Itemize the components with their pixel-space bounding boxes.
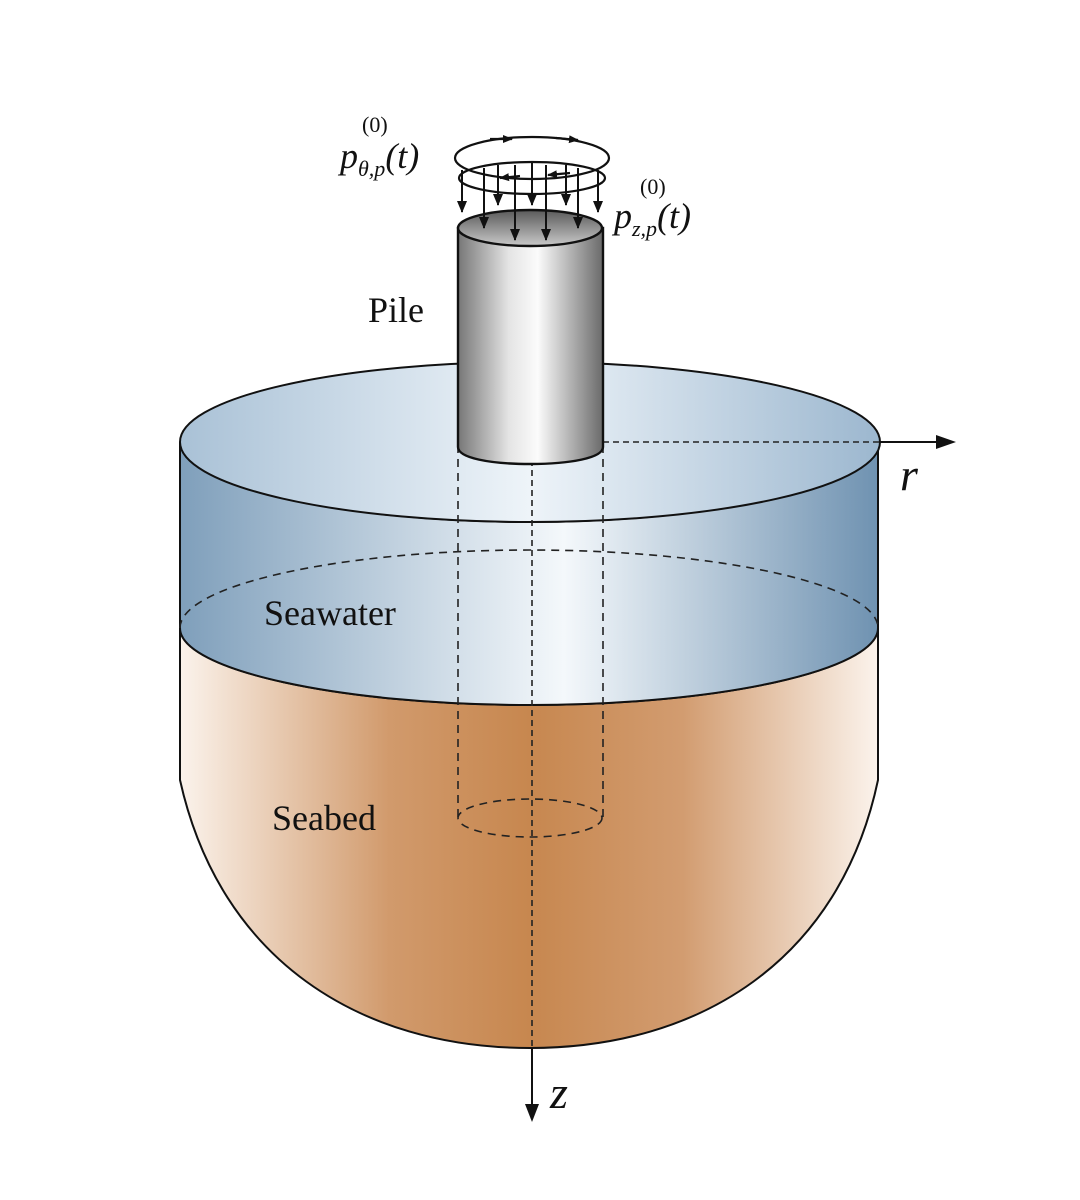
r-axis-arrowhead bbox=[936, 435, 956, 449]
z-axis-arrowhead bbox=[525, 1104, 539, 1122]
vertical-load-superscript: (0) bbox=[640, 174, 666, 199]
torsional-load-label: pθ,p(t) bbox=[337, 136, 419, 181]
pile-label: Pile bbox=[368, 290, 424, 330]
r-axis-label: r bbox=[900, 449, 919, 500]
vertical-load-arrows bbox=[457, 162, 603, 241]
seabed-label: Seabed bbox=[272, 798, 376, 838]
vertical-load-label: pz,p(t) bbox=[611, 196, 691, 241]
seawater-label: Seawater bbox=[264, 593, 396, 633]
embedded-pile-outline bbox=[457, 445, 604, 838]
pile-top bbox=[456, 208, 604, 248]
torsional-load-superscript: (0) bbox=[362, 112, 388, 137]
z-axis-label: z bbox=[549, 1067, 568, 1118]
seabed-interface-hidden-edge bbox=[179, 549, 879, 629]
pile bbox=[456, 208, 605, 466]
